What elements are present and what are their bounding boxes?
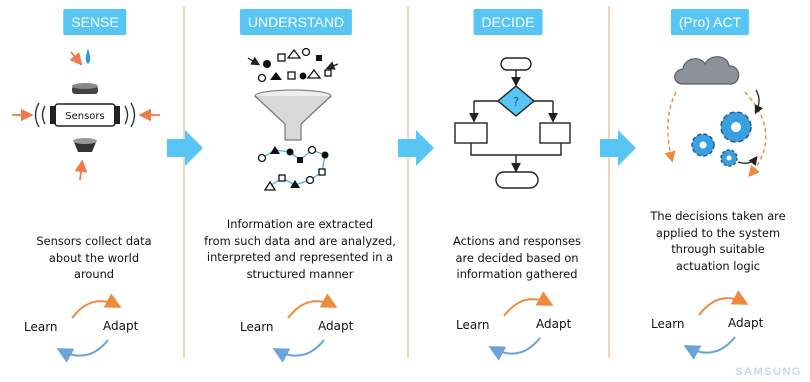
decide-learn-label: Learn (456, 318, 490, 332)
divider-3 (608, 6, 610, 358)
act-cycle-arrows (683, 290, 749, 360)
svg-text:?: ? (513, 95, 519, 109)
sensors-illustration: Sensors (12, 48, 160, 181)
understand-cycle-arrows (272, 293, 338, 363)
decide-adapt-label: Adapt (536, 317, 572, 331)
decide-tag: DECIDE (473, 9, 543, 35)
cloud-gears-illustration (664, 56, 767, 178)
flowchart-illustration: ? (454, 57, 571, 189)
understand-tag: UNDERSTAND (239, 9, 353, 35)
sensors-label: Sensors (65, 111, 105, 122)
divider-1 (183, 6, 185, 358)
understand-learn-label: Learn (240, 320, 274, 334)
act-learn-label: Learn (651, 317, 685, 331)
divider-2 (407, 6, 409, 358)
sense-tag: SENSE (63, 9, 127, 35)
understand-adapt-label: Adapt (318, 319, 354, 333)
sense-cycle-arrows (56, 293, 122, 363)
gear-icon (720, 149, 738, 167)
sense-adapt-label: Adapt (103, 319, 139, 333)
funnel-illustration (247, 47, 339, 191)
flow-arrow-3 (600, 130, 636, 166)
flow-arrow-2 (398, 130, 434, 166)
gear-icon (720, 111, 752, 143)
gear-icon (691, 133, 715, 157)
decide-cycle-arrows (488, 291, 554, 361)
sense-learn-label: Learn (24, 320, 58, 334)
flow-arrow-1 (167, 130, 203, 166)
act-tag: (Pro) ACT (670, 9, 750, 35)
act-adapt-label: Adapt (728, 316, 764, 330)
samsung-logo: SAMSUNG (735, 366, 802, 378)
